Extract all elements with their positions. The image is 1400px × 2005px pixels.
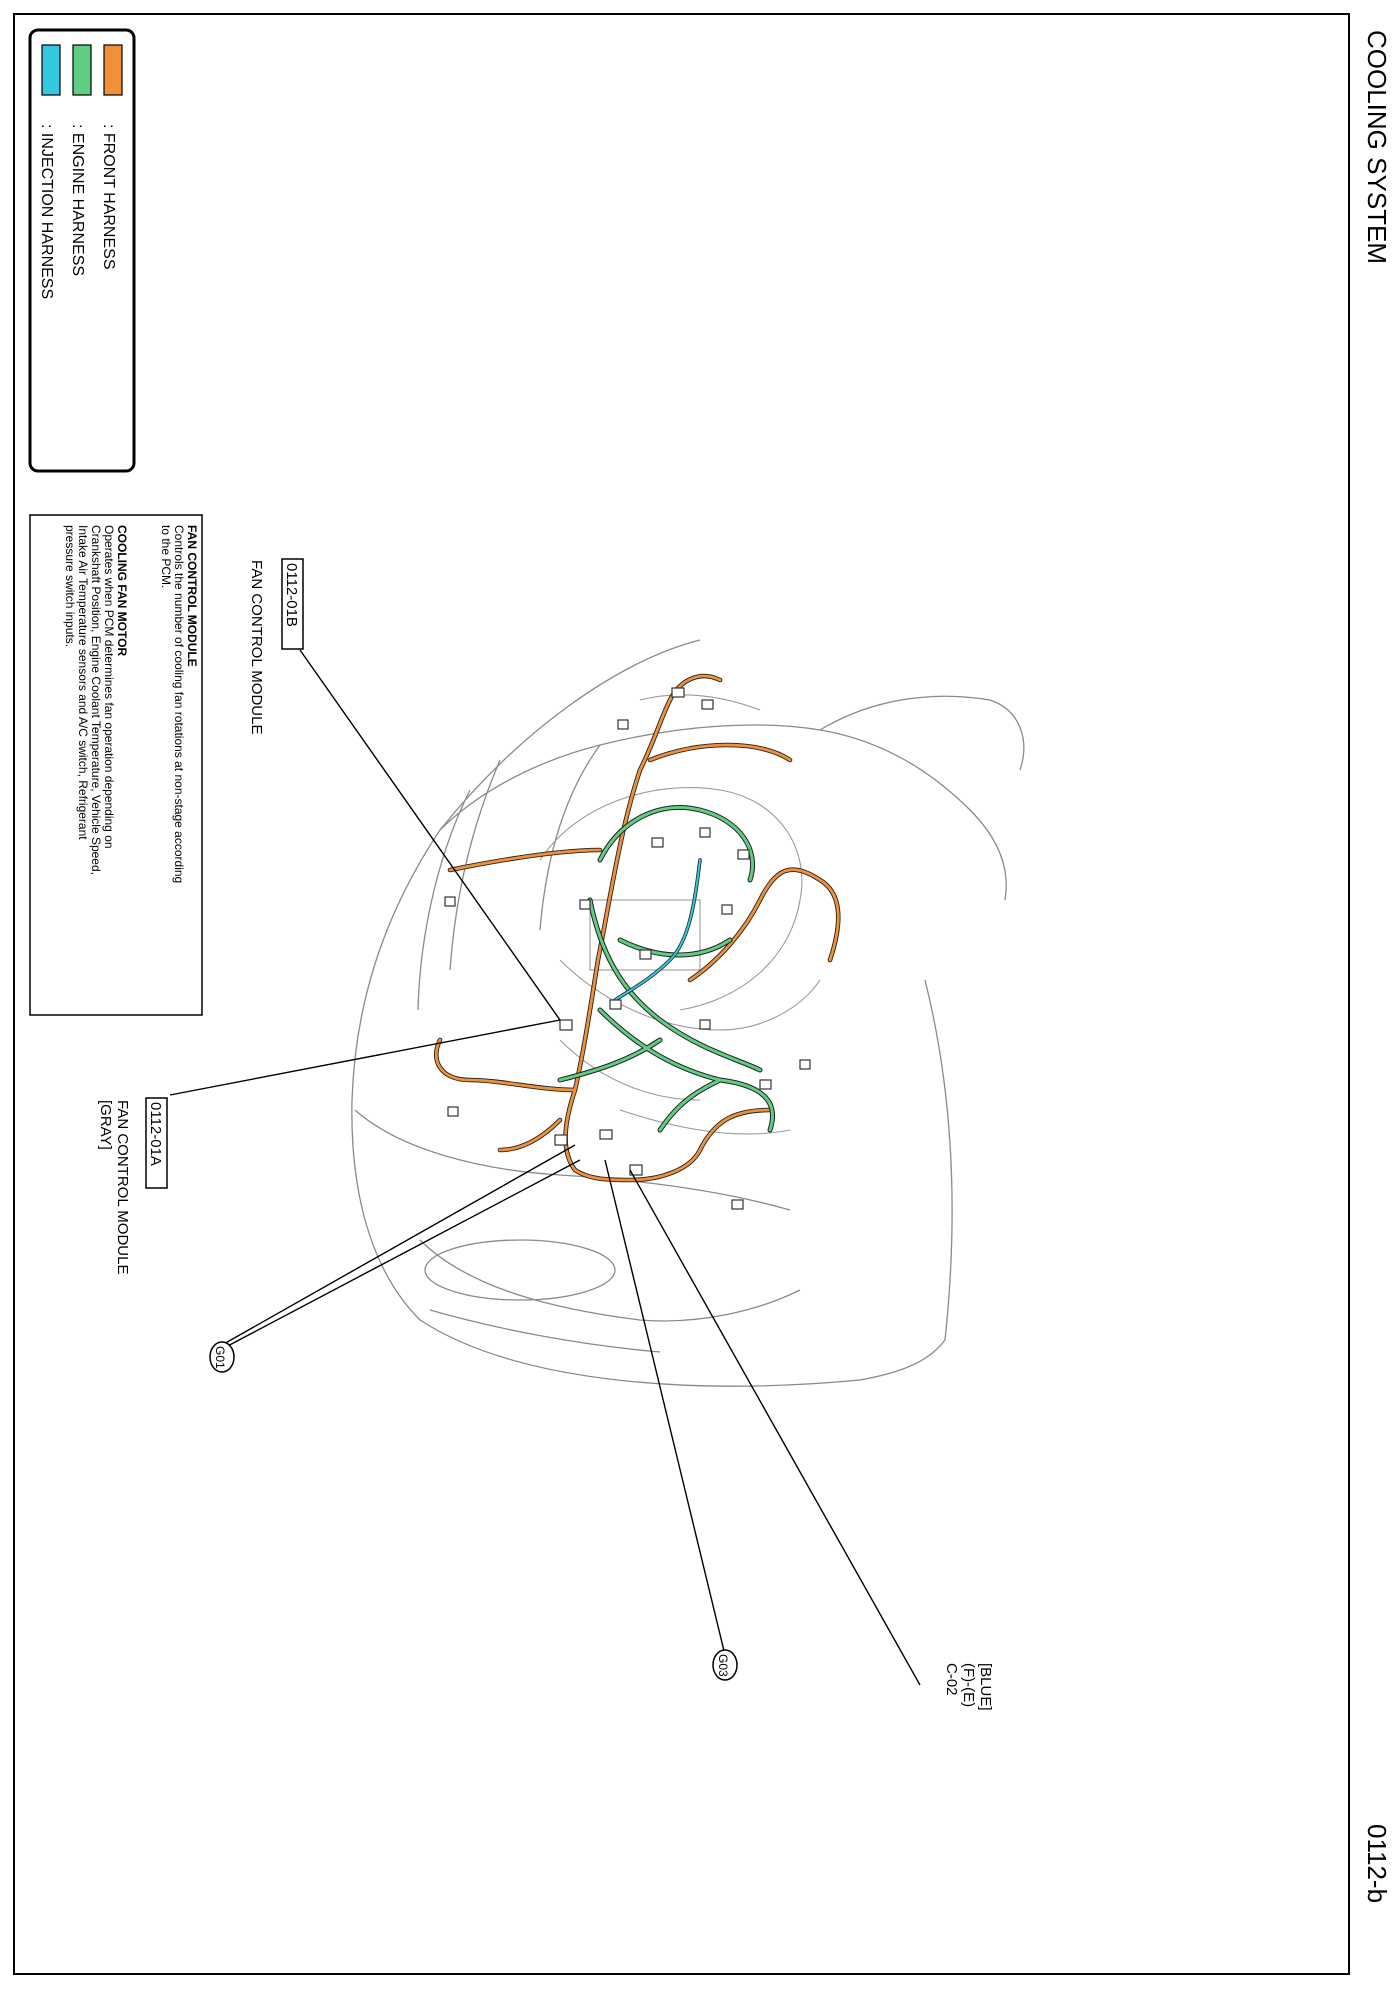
front-harness-color [434, 674, 840, 1182]
ground-point-g01: G01 [209, 1341, 235, 1373]
desc-fan-motor-line-2: Crankshaft Position, Engine Coolant Temp… [89, 525, 103, 875]
callout-0112-01a: 0112-01A FAN CONTROL MODULE [GRAY] [97, 1097, 168, 1274]
ground-point-g03: G03 [712, 1649, 738, 1681]
callout-0112-01a-color-tag: [GRAY] [97, 1100, 114, 1150]
callout-0112-01a-box [145, 1097, 168, 1189]
desc-fan-motor-title: COOLING FAN MOTOR [115, 525, 129, 656]
callout-0112-01b-name: FAN CONTROL MODULE [248, 560, 265, 734]
front-harness [434, 673, 841, 1183]
callout-0112-01a-name: FAN CONTROL MODULE [114, 1100, 131, 1274]
engine-bay-components [539, 694, 821, 1135]
harness-connectors [444, 687, 811, 1210]
legend-label-engine: : ENGINE HARNESS [69, 124, 86, 276]
legend-label-front: : FRONT HARNESS [100, 124, 117, 270]
description-frame [29, 514, 203, 1016]
callout-0112-01b-box [281, 558, 304, 650]
vehicle-body-outline [351, 639, 1025, 1387]
legend-swatch-injection [41, 44, 61, 96]
callout-leader-lines [169, 649, 921, 1686]
page-border [13, 13, 1350, 1975]
desc-fan-motor-line-3: Intake Air Temperature sensors and A/C s… [76, 525, 90, 840]
callout-0112-01b: 0112-01B FAN CONTROL MODULE [248, 558, 304, 734]
desc-fan-control-line-1: Controls the number of cooling fan rotat… [172, 525, 186, 883]
ground-g03-label: G03 [716, 1654, 730, 1677]
component-description-box: FAN CONTROL MODULE Controls the number o… [29, 514, 203, 1016]
legend-swatch-front [103, 44, 123, 96]
desc-fan-motor-line-1: Operates when PCM determines fan operati… [102, 525, 116, 849]
callout-0112-01a-code: 0112-01A [147, 1102, 164, 1166]
callout-c-02: [BLUE] (F)-(E) C-02 [943, 1663, 994, 1711]
legend-swatch-engine [72, 44, 92, 96]
desc-fan-control-line-2: to the PCM. [159, 525, 173, 588]
harness-legend: : FRONT HARNESS : ENGINE HARNESS : INJEC… [28, 28, 136, 473]
callout-c-02-code: C-02 [943, 1663, 960, 1696]
page-code: 0112-b [1362, 1824, 1392, 1903]
page-title: COOLING SYSTEM [1362, 30, 1392, 264]
desc-fan-control-title: FAN CONTROL MODULE [185, 525, 199, 667]
ground-g01-label: G01 [213, 1346, 227, 1369]
legend-label-injection: : INJECTION HARNESS [38, 124, 55, 299]
engine-harness-color [558, 805, 774, 1132]
injection-harness-color [614, 859, 701, 1001]
callout-0112-01b-code: 0112-01B [283, 563, 300, 627]
callout-c-02-color-tag: [BLUE] [977, 1663, 994, 1711]
desc-fan-motor-line-4: pressure switch inputs. [63, 525, 77, 647]
legend-frame [28, 28, 136, 473]
callout-c-02-location: (F)-(E) [960, 1663, 977, 1707]
